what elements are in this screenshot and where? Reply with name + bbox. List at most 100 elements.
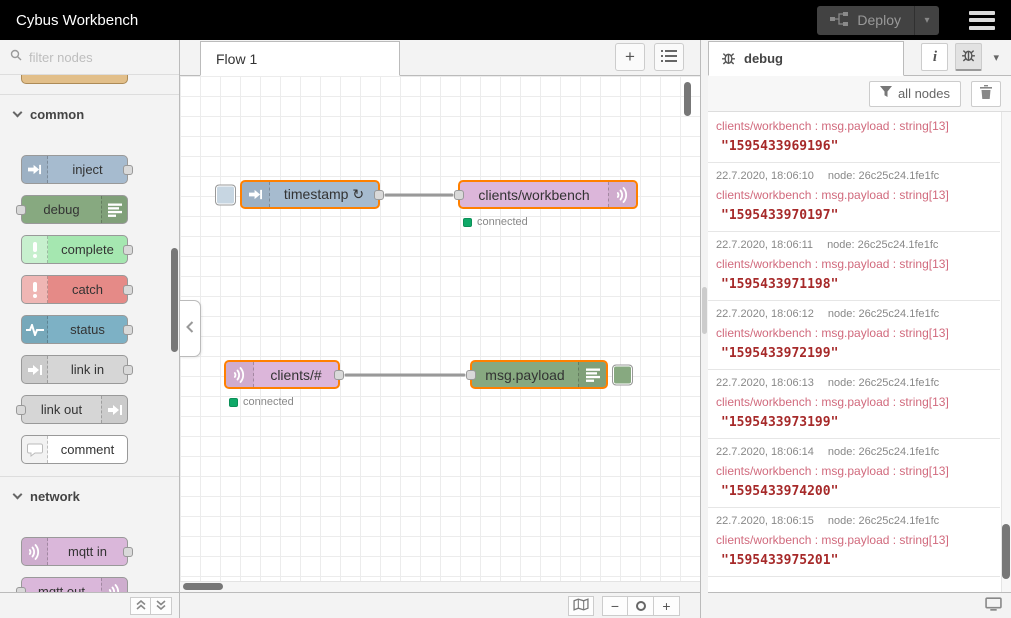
debug-message-value: "1595433973199": [721, 415, 839, 430]
inject-icon: [242, 182, 270, 207]
palette-node-inject[interactable]: inject: [21, 155, 133, 184]
node-input-port[interactable]: [466, 369, 476, 380]
clear-messages-button[interactable]: [971, 80, 1001, 107]
node-output-port[interactable]: [123, 284, 133, 295]
monitor-icon: [985, 597, 1002, 614]
zoom-in-button[interactable]: +: [654, 595, 680, 616]
sidebar-menu-caret[interactable]: ▾: [993, 51, 999, 64]
palette-node-link-in[interactable]: link in: [21, 355, 133, 384]
debug-message-topic: clients/workbench : msg.payload : string…: [716, 395, 949, 409]
expand-all-categories-button[interactable]: [151, 596, 172, 615]
zoom-out-button[interactable]: −: [602, 595, 628, 616]
node-input-port[interactable]: [16, 586, 26, 592]
debug-message-timestamp: 22.7.2020, 18:06:10: [716, 170, 814, 182]
zoom-reset-button[interactable]: [628, 595, 654, 616]
node-label: clients/#: [270, 366, 322, 383]
palette-node-comment[interactable]: comment: [21, 435, 128, 464]
tab-debug[interactable]: debug: [708, 41, 904, 76]
palette-category-network[interactable]: network: [0, 477, 179, 514]
double-chevron-down-icon: [156, 597, 166, 615]
deploy-options-caret[interactable]: ▾: [914, 5, 939, 35]
canvas-vertical-scrollbar[interactable]: [684, 82, 691, 116]
flow-node-clients-hash[interactable]: clients/#: [224, 360, 344, 389]
canvas-horizontal-scroll-track: [180, 581, 700, 592]
palette-node-link-out[interactable]: link out: [16, 395, 128, 424]
chevron-down-icon: [12, 107, 23, 118]
double-chevron-up-icon: [135, 597, 146, 615]
flow-canvas[interactable]: timestamp ↻ clients/workbench connected cl…: [180, 76, 700, 592]
palette-node-catch[interactable]: catch: [21, 275, 133, 304]
node-output-port[interactable]: [123, 164, 133, 175]
debug-toolbar: all nodes: [708, 76, 1011, 112]
node-input-port[interactable]: [16, 204, 26, 215]
node-label: catch: [71, 282, 104, 297]
splitter-grip[interactable]: [702, 287, 707, 334]
node-label: timestamp ↻: [283, 186, 365, 202]
node-label: clients/workbench: [478, 186, 590, 203]
main-menu-button[interactable]: [969, 10, 995, 30]
debug-message-topic: clients/workbench : msg.payload : string…: [716, 188, 949, 202]
debug-message-topic: clients/workbench : msg.payload : string…: [716, 464, 949, 478]
node-output-port[interactable]: [123, 364, 133, 375]
mqtt-icon: [226, 362, 254, 387]
node-label: comment: [60, 442, 115, 457]
collapse-all-categories-button[interactable]: [130, 596, 151, 615]
debug-message-value: "1595433969196": [721, 139, 839, 154]
node-label: mqtt in: [67, 544, 107, 559]
flow-node-clients-workbench[interactable]: clients/workbench: [454, 180, 638, 209]
debug-scrollbar[interactable]: [1002, 524, 1010, 579]
palette-node-partial[interactable]: [21, 75, 128, 84]
palette-node-status[interactable]: status: [21, 315, 133, 344]
filter-nodes-input[interactable]: [29, 49, 159, 65]
info-tab-button[interactable]: i: [921, 43, 949, 71]
node-output-port[interactable]: [334, 369, 344, 380]
link-out-icon: [101, 396, 127, 423]
debug-message-value: "1595433971198": [721, 277, 839, 292]
mqtt-icon: [22, 538, 48, 565]
navigator-button[interactable]: [568, 595, 594, 616]
main-layout: common inject debug complete catch status link…: [0, 40, 1011, 618]
palette-scrollbar[interactable]: [171, 248, 178, 352]
tab-flow-1[interactable]: Flow 1: [200, 41, 400, 76]
add-flow-button[interactable]: +: [615, 43, 645, 71]
flow-list-button[interactable]: [654, 43, 684, 71]
node-output-port[interactable]: [123, 546, 133, 557]
debug-toggle-button[interactable]: [612, 364, 633, 385]
palette-collapse-handle[interactable]: [180, 300, 201, 357]
node-output-port[interactable]: [123, 324, 133, 335]
app-header: Cybus Workbench Deploy ▾: [0, 0, 1011, 40]
debug-message-topic: clients/workbench : msg.payload : string…: [716, 326, 949, 340]
debug-message-node-id: node: 26c25c24.1fe1fc: [827, 239, 939, 251]
debug-scroll-track: [1001, 112, 1011, 592]
palette-node-mqtt-in[interactable]: mqtt in: [21, 537, 133, 566]
node-label: status: [70, 322, 105, 337]
palette-body: common inject debug complete catch status link…: [0, 75, 179, 592]
palette-category-common[interactable]: common: [0, 95, 179, 132]
palette-node-complete[interactable]: complete: [21, 235, 133, 264]
sidebar-splitter[interactable]: [701, 40, 708, 618]
flow-node-msg-payload[interactable]: msg.payload: [466, 360, 633, 389]
debug-tab-button[interactable]: [955, 43, 983, 71]
debug-filter-button[interactable]: all nodes: [868, 80, 961, 107]
node-output-port[interactable]: [374, 189, 384, 200]
status-dot: [463, 217, 472, 227]
palette-node-mqtt-out[interactable]: mqtt out: [16, 577, 128, 592]
node-input-port[interactable]: [16, 404, 26, 415]
deploy-button[interactable]: Deploy: [817, 6, 914, 35]
node-output-port[interactable]: [123, 244, 133, 255]
canvas-horizontal-scrollbar[interactable]: [183, 583, 223, 590]
inject-run-button[interactable]: [215, 184, 236, 205]
open-debug-window-button[interactable]: [985, 597, 1002, 614]
status-text: connected: [243, 396, 294, 408]
node-input-port[interactable]: [454, 189, 464, 200]
palette-node-debug[interactable]: debug: [16, 195, 128, 224]
flow-tabbar: Flow 1 +: [180, 40, 700, 76]
flow-node-timestamp[interactable]: timestamp ↻: [215, 180, 384, 209]
debug-message-value: "1595433972199": [721, 346, 839, 361]
zoom-controls: − +: [602, 595, 680, 616]
debug-message-topic: clients/workbench : msg.payload : string…: [716, 119, 949, 133]
